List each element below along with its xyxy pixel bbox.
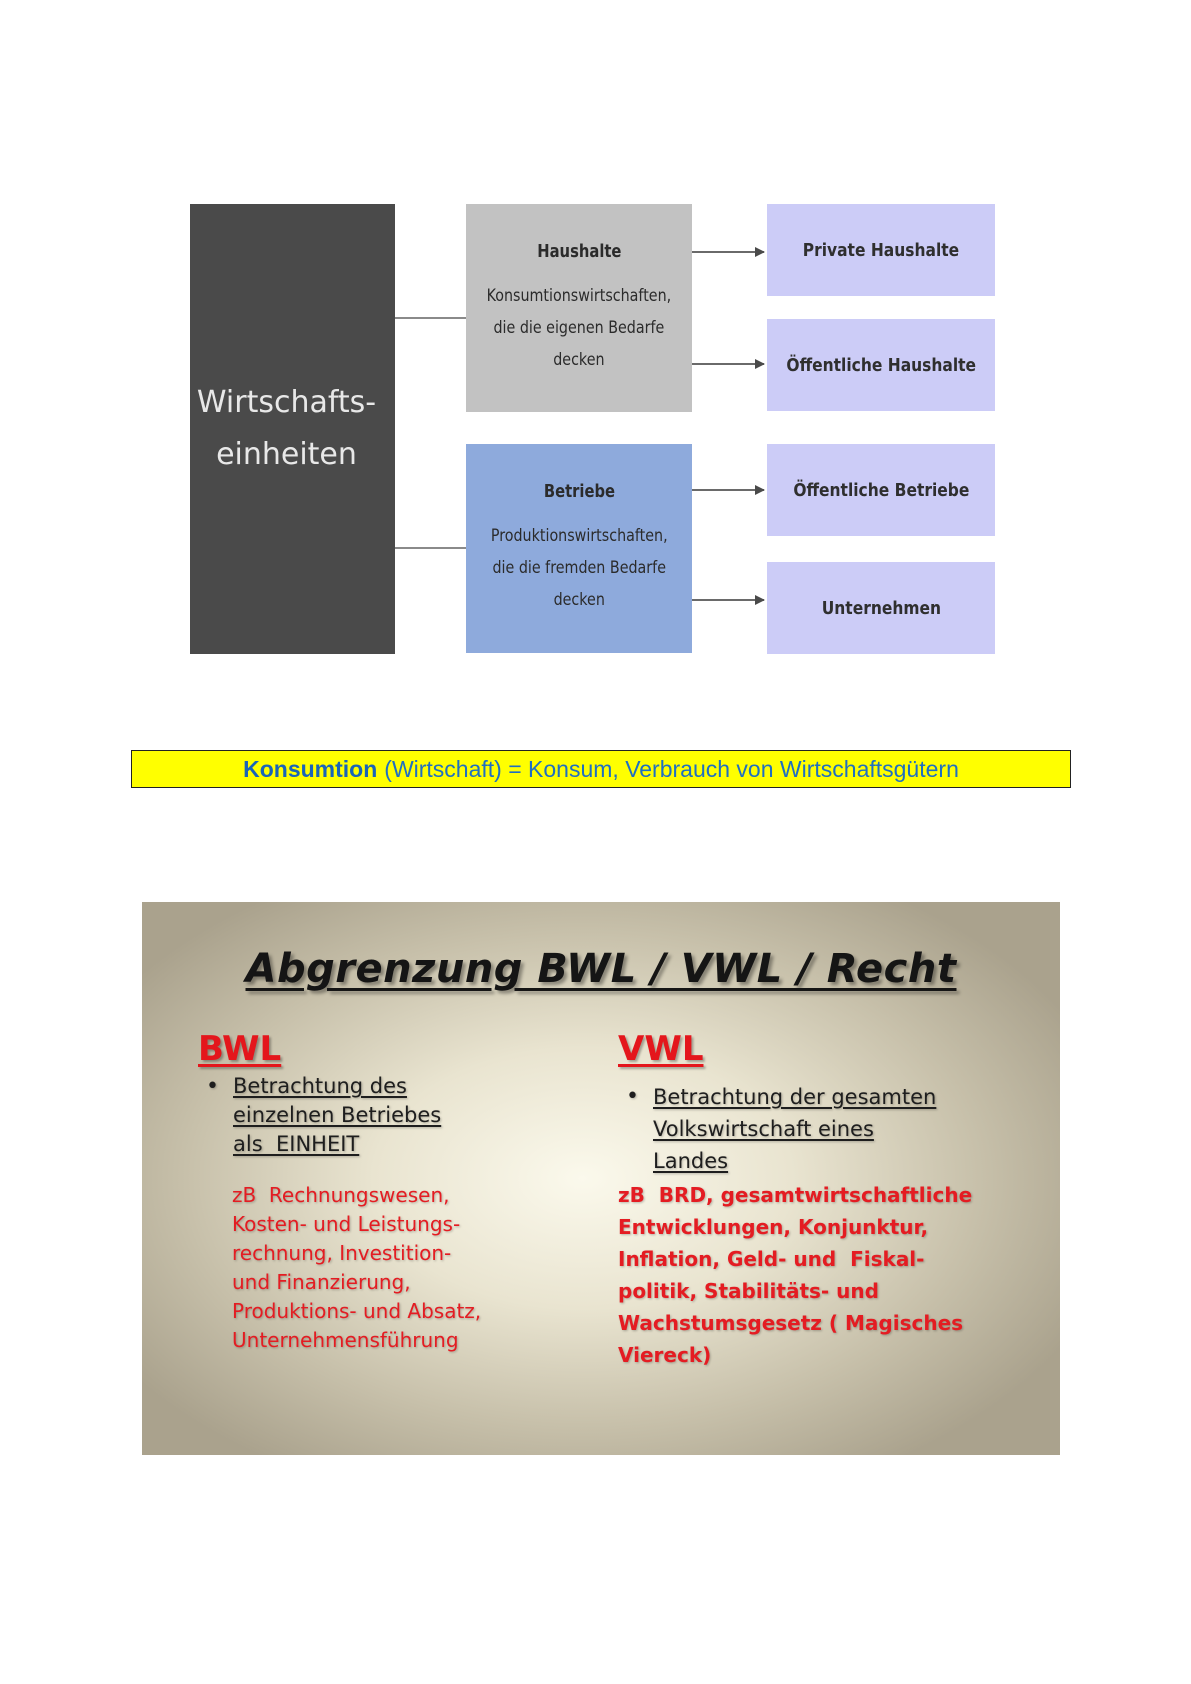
haushalte-desc-line-3: decken (553, 349, 605, 370)
bwl-example-line-3: rechnung, Investition- (232, 1241, 452, 1265)
unternehmen-label: Unternehmen (821, 597, 941, 619)
vwl-bullet: • Betrachtung der gesamten Volkswirtscha… (618, 1081, 1048, 1177)
vwl-bullet-line-1: Betrachtung der gesamten (653, 1085, 937, 1109)
root-label-line-2: einheiten (216, 437, 357, 472)
haushalte-box: Haushalte Konsumtionswirtschaften, die d… (466, 204, 692, 412)
bwl-example-line-6: Unternehmensführung (232, 1328, 459, 1352)
vwl-heading: VWL (618, 1029, 704, 1069)
vwl-column: VWL • Betrachtung der gesamten Volkswirt… (618, 1030, 1048, 1371)
root-label-line-1: Wirtschafts- (196, 385, 377, 420)
slide-title: Abgrenzung BWL / VWL / Recht (245, 946, 957, 992)
definition-term: Konsumtion (243, 755, 378, 782)
oeffentliche-haushalte-label: Öffentliche Haushalte (786, 354, 976, 376)
vwl-example-line-6: Viereck) (618, 1343, 712, 1367)
bwl-bullet-line-1: Betrachtung des (233, 1074, 407, 1098)
betriebe-title: Betriebe (543, 481, 615, 502)
bwl-bullet-line-2: einzelnen Betriebes (233, 1103, 442, 1127)
vwl-bullet-line-2: Volkswirtschaft eines (653, 1117, 874, 1141)
private-haushalte-box: Private Haushalte (767, 204, 995, 296)
vwl-example-line-4: politik, Stabilitäts- und (618, 1279, 879, 1303)
bwl-bullet: • Betrachtung des einzelnen Betriebes al… (198, 1072, 598, 1159)
bwl-example-line-2: Kosten- und Leistungs- (232, 1212, 461, 1236)
bullet-dot-icon: • (626, 1084, 639, 1109)
bullet-dot-icon: • (206, 1074, 219, 1099)
vwl-examples: zB BRD, gesamtwirtschaftliche Entwicklun… (618, 1179, 1048, 1371)
abgrenzung-slide: Abgrenzung BWL / VWL / Recht BWL • Betra… (142, 902, 1060, 1455)
diagram-connectors (395, 247, 765, 605)
bwl-example-line-4: und Finanzierung, (232, 1270, 411, 1294)
betriebe-desc-line-2: die die fremden Bedarfe (492, 558, 666, 578)
haushalte-description: Konsumtionswirtschaften, die die eigenen… (487, 280, 672, 376)
vwl-example-line-3: Inflation, Geld- und Fiskal- (618, 1247, 925, 1271)
unternehmen-box: Unternehmen (767, 562, 995, 654)
betriebe-box: Betriebe Produktionswirtschaften, die di… (466, 444, 692, 653)
oeffentliche-haushalte-box: Öffentliche Haushalte (767, 319, 995, 411)
bwl-examples: zB Rechnungswesen, Kosten- und Leistungs… (232, 1181, 598, 1355)
oeffentliche-betriebe-box: Öffentliche Betriebe (767, 444, 995, 536)
haushalte-desc-line-1: Konsumtionswirtschaften, (486, 285, 672, 306)
betriebe-desc-line-1: Produktionswirtschaften, (490, 526, 668, 546)
bwl-heading: BWL (198, 1029, 282, 1069)
economic-units-diagram: Wirtschafts- einheiten Haushalte Konsumt… (0, 0, 1191, 680)
haushalte-desc-line-2: die die eigenen Bedarfe (493, 317, 665, 338)
definition-text: (Wirtschaft) = Konsum, Verbrauch von Wir… (384, 755, 959, 782)
vwl-example-line-2: Entwicklungen, Konjunktur, (618, 1215, 929, 1239)
betriebe-description: Produktionswirtschaften, die die fremden… (491, 520, 668, 616)
vwl-bullet-line-3: Landes (653, 1149, 729, 1173)
vwl-example-line-5: Wachstumsgesetz ( Magisches (618, 1311, 964, 1335)
vwl-example-line-1: zB BRD, gesamtwirtschaftliche (618, 1183, 973, 1207)
bwl-column: BWL • Betrachtung des einzelnen Betriebe… (198, 1030, 598, 1355)
bwl-example-line-1: zB Rechnungswesen, (232, 1183, 450, 1207)
bwl-example-line-5: Produktions- und Absatz, (232, 1299, 482, 1323)
haushalte-title: Haushalte (536, 240, 622, 262)
oeffentliche-betriebe-label: Öffentliche Betriebe (792, 479, 970, 501)
private-haushalte-label: Private Haushalte (802, 239, 960, 261)
betriebe-desc-line-3: decken (553, 590, 605, 610)
bwl-bullet-line-3: als EINHEIT (233, 1132, 360, 1156)
konsumtion-definition: Konsumtion (Wirtschaft) = Konsum, Verbra… (131, 750, 1071, 788)
wirtschaftseinheiten-box: Wirtschafts- einheiten (190, 204, 395, 654)
